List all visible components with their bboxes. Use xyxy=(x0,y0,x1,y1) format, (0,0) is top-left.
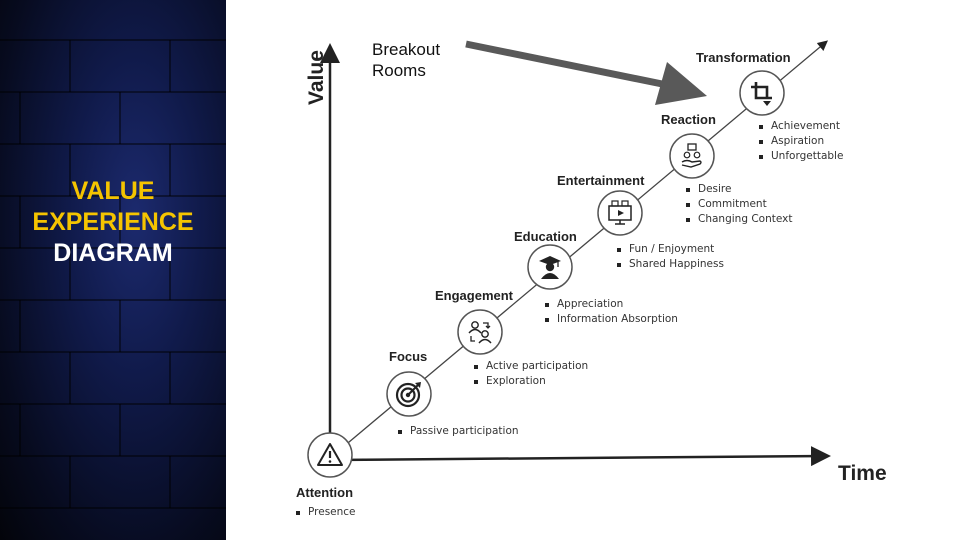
list-item: Active participation xyxy=(472,359,588,374)
circle-transformation xyxy=(739,70,785,116)
bullets-education: Appreciation Information Absorption xyxy=(543,297,678,327)
stage-label-attention: Attention xyxy=(296,485,354,500)
transform-crop-icon xyxy=(751,82,772,106)
people-exchange-icon xyxy=(468,321,492,344)
bullets-reaction: Desire Commitment Changing Context xyxy=(684,182,792,227)
stage-label-reaction: Reaction xyxy=(661,112,716,127)
title-line-value: VALUE xyxy=(71,177,155,205)
list-item: Passive participation xyxy=(396,424,519,439)
graduate-icon xyxy=(539,256,561,279)
list-item: Aspiration xyxy=(757,134,843,149)
reaction-hand-icon xyxy=(681,143,702,168)
circle-reaction xyxy=(669,133,715,179)
annotation-line1: Breakout xyxy=(372,40,441,59)
list-item: Exploration xyxy=(472,374,588,389)
bullets-attention: Presence xyxy=(294,505,356,520)
stage-label-transformation: Transformation xyxy=(696,50,791,65)
bullets-focus: Passive participation xyxy=(396,424,519,439)
warning-icon xyxy=(317,443,343,466)
title-line-experience: EXPERIENCE xyxy=(32,208,194,236)
breakout-rooms-arrow xyxy=(465,40,707,105)
bullets-engagement: Active participation Exploration xyxy=(472,359,588,389)
list-item: Unforgettable xyxy=(757,149,843,164)
list-item: Achievement xyxy=(757,119,843,134)
list-item: Desire xyxy=(684,182,792,197)
stage-label-focus: Focus xyxy=(389,349,428,364)
list-item: Appreciation xyxy=(543,297,678,312)
diagram-title: VALUE EXPERIENCE DIAGRAM xyxy=(0,176,226,269)
list-item: Presence xyxy=(294,505,356,520)
x-axis-label: Time xyxy=(838,462,887,485)
y-axis-label: Value xyxy=(305,50,328,105)
list-item: Information Absorption xyxy=(543,312,678,327)
list-item: Fun / Enjoyment xyxy=(615,242,724,257)
x-axis xyxy=(329,446,831,467)
target-icon xyxy=(395,382,421,408)
bullets-entertainment: Fun / Enjoyment Shared Happiness xyxy=(615,242,724,272)
stage-label-engagement: Engagement xyxy=(435,288,514,303)
bullets-transformation: Achievement Aspiration Unforgettable xyxy=(757,119,843,164)
stage-label-entertainment: Entertainment xyxy=(557,173,645,188)
brick-wall-background xyxy=(0,39,226,509)
media-screen-icon xyxy=(608,200,632,225)
annotation-line2: Rooms xyxy=(372,61,426,80)
list-item: Commitment xyxy=(684,197,792,212)
title-panel: VALUE EXPERIENCE DIAGRAM xyxy=(0,0,226,540)
list-item: Shared Happiness xyxy=(615,257,724,272)
list-item: Changing Context xyxy=(684,212,792,227)
breakout-rooms-annotation: Breakout Rooms xyxy=(372,39,440,81)
title-line-diagram: DIAGRAM xyxy=(53,239,173,267)
stage-label-education: Education xyxy=(514,229,577,244)
